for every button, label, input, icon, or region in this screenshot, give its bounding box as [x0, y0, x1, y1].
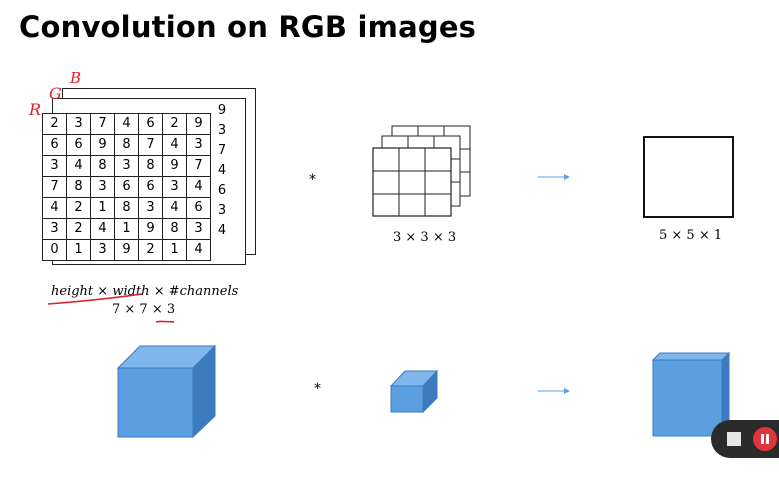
grid-cell: 9	[186, 113, 211, 135]
grid-cell: 3	[114, 155, 139, 177]
grid-cell: 2	[162, 113, 187, 135]
back-cell: 4	[217, 162, 227, 178]
grid-cell: 2	[42, 113, 67, 135]
grid-cell: 6	[66, 134, 91, 156]
grid-cell: 3	[162, 176, 187, 198]
filter-3x3x3	[372, 125, 471, 217]
grid-cell: 3	[42, 218, 67, 240]
grid-cell: 8	[66, 176, 91, 198]
back-cell: 4	[217, 222, 227, 238]
grid-cell: 4	[42, 197, 67, 219]
grid-cell: 2	[66, 197, 91, 219]
caption-height: height	[51, 284, 94, 299]
grid-cell: 9	[114, 239, 139, 261]
annotation-r: R	[29, 100, 42, 119]
underline-annotation	[47, 293, 174, 323]
stop-recording-button[interactable]	[727, 432, 741, 446]
page-title: Convolution on RGB images	[19, 10, 477, 44]
output-dimension-caption: 5 × 5 × 1	[659, 228, 723, 243]
input-dimension-caption: height × width × #channels	[51, 284, 238, 299]
input-volume-cube	[116, 344, 217, 439]
back-cell: 6	[217, 182, 227, 198]
caption-width: width	[112, 284, 150, 299]
grid-cell: 1	[114, 218, 139, 240]
grid-cell: 7	[186, 155, 211, 177]
output-map	[643, 136, 734, 218]
convolution-operator-bottom: *	[314, 381, 321, 397]
grid-cell: 3	[66, 113, 91, 135]
grid-cell: 8	[90, 155, 115, 177]
arrow-top	[538, 174, 570, 180]
grid-cell: 9	[90, 134, 115, 156]
grid-cell: 6	[42, 134, 67, 156]
grid-cell: 2	[138, 239, 163, 261]
grid-cell: 8	[138, 155, 163, 177]
grid-cell: 4	[186, 239, 211, 261]
grid-cell: 8	[114, 134, 139, 156]
filter-dimension-caption: 3 × 3 × 3	[393, 230, 457, 245]
convolution-operator-top: *	[309, 172, 316, 188]
grid-cell: 3	[42, 155, 67, 177]
pause-recording-button[interactable]	[753, 427, 777, 451]
grid-cell: 4	[66, 155, 91, 177]
filter-volume-cube	[389, 369, 439, 414]
recording-controls	[711, 420, 779, 458]
grid-cell: 6	[186, 197, 211, 219]
grid-cell: 1	[90, 197, 115, 219]
annotation-b: B	[70, 69, 82, 87]
grid-cell: 9	[138, 218, 163, 240]
back-cell: 7	[217, 142, 227, 158]
grid-cell: 4	[186, 176, 211, 198]
back-layer-column: 9 3 7 4 6 3 4	[211, 100, 233, 240]
grid-cell: 3	[90, 239, 115, 261]
output-volume-cube	[651, 351, 731, 438]
grid-cell: 4	[162, 197, 187, 219]
grid-cell: 9	[162, 155, 187, 177]
grid-cell: 4	[90, 218, 115, 240]
caption-channels: × #channels	[153, 284, 239, 299]
grid-cell: 7	[138, 134, 163, 156]
grid-cell: 4	[162, 134, 187, 156]
caption-times: ×	[97, 284, 109, 299]
grid-cell: 3	[186, 218, 211, 240]
grid-cell: 2	[66, 218, 91, 240]
grid-cell: 1	[66, 239, 91, 261]
input-dimension-value: 7 × 7 × 3	[112, 302, 176, 317]
grid-cell: 4	[114, 113, 139, 135]
grid-cell: 6	[138, 113, 163, 135]
grid-cell: 0	[42, 239, 67, 261]
grid-cell: 7	[90, 113, 115, 135]
grid-cell: 8	[114, 197, 139, 219]
grid-cell: 3	[186, 134, 211, 156]
back-cell: 3	[217, 202, 227, 218]
grid-cell: 3	[138, 197, 163, 219]
grid-cell: 1	[162, 239, 187, 261]
grid-cell: 6	[114, 176, 139, 198]
grid-cell: 8	[162, 218, 187, 240]
back-cell: 9	[217, 102, 227, 118]
grid-cell: 6	[138, 176, 163, 198]
annotation-g: G	[49, 84, 62, 103]
grid-cell: 3	[90, 176, 115, 198]
back-cell: 3	[217, 122, 227, 138]
arrow-bottom	[538, 388, 570, 394]
grid-cell: 7	[42, 176, 67, 198]
